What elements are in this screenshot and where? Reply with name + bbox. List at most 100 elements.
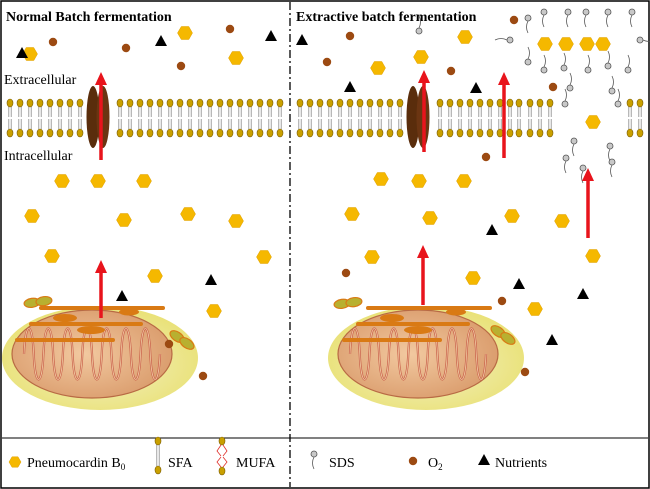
o2-circle-icon bbox=[509, 15, 519, 25]
hexagon-icon bbox=[585, 115, 601, 129]
sfa-lipid bbox=[626, 98, 634, 138]
transport-arrow bbox=[418, 70, 430, 152]
sfa-lipid bbox=[266, 98, 274, 138]
extracellular-label: Extracellular bbox=[4, 73, 77, 88]
hexagon-icon bbox=[456, 174, 472, 188]
o2-circle-icon bbox=[176, 61, 186, 71]
sds-icon bbox=[415, 15, 423, 35]
sds-icon bbox=[636, 36, 650, 44]
mitochondrion bbox=[2, 306, 198, 410]
sds-icon bbox=[560, 52, 568, 72]
sfa-lipid bbox=[186, 98, 194, 138]
sfa-lipid bbox=[436, 98, 444, 138]
sfa-lipid bbox=[506, 98, 514, 138]
sds-icon bbox=[310, 450, 318, 470]
o2-circle-icon bbox=[446, 66, 456, 76]
hexagon-icon bbox=[180, 207, 196, 221]
transport-arrow bbox=[95, 260, 107, 318]
sds-icon bbox=[628, 8, 636, 28]
sds-icon bbox=[582, 8, 590, 28]
o2-circle-icon bbox=[198, 371, 208, 381]
hexagon-icon bbox=[256, 250, 272, 264]
sfa-lipid bbox=[306, 98, 314, 138]
triangle-icon bbox=[546, 334, 558, 345]
sfa-lipid bbox=[316, 98, 324, 138]
hexagon-icon bbox=[8, 456, 22, 468]
o2-circle-icon bbox=[481, 152, 491, 162]
triangle-icon bbox=[205, 274, 217, 285]
sds-icon bbox=[624, 54, 632, 74]
sfa-lipid bbox=[515, 98, 523, 138]
transport-arrow bbox=[417, 245, 429, 305]
sds-icon bbox=[604, 8, 612, 28]
sfa-lipid bbox=[146, 98, 154, 138]
intracellular-label-bg bbox=[2, 147, 114, 164]
left-panel-title: Normal Batch fermentation bbox=[6, 10, 172, 25]
sfa-lipid bbox=[446, 98, 454, 138]
sfa-lipid bbox=[396, 98, 404, 138]
sds-icon bbox=[614, 88, 622, 108]
sfa-lipid bbox=[386, 98, 394, 138]
hexagon-icon bbox=[504, 209, 520, 223]
vesicle bbox=[23, 295, 53, 309]
hexagon-icon bbox=[558, 37, 574, 51]
sfa-lipid bbox=[546, 98, 554, 138]
sfa-lipid bbox=[176, 98, 184, 138]
hexagon-icon bbox=[370, 61, 386, 75]
hexagon-icon bbox=[206, 304, 222, 318]
sfa-lipid bbox=[216, 98, 224, 138]
o2-circle-icon bbox=[48, 37, 58, 47]
sds-icon bbox=[608, 158, 616, 178]
sfa-lipid bbox=[346, 98, 354, 138]
membrane-channels bbox=[86, 86, 430, 148]
sfa-lipid bbox=[476, 98, 484, 138]
o2-circle-icon bbox=[408, 456, 418, 466]
hexagon-icon bbox=[364, 250, 380, 264]
hexagon-icon bbox=[228, 51, 244, 65]
sds-icon bbox=[584, 54, 592, 74]
hexagon-icon bbox=[54, 174, 70, 188]
sfa-lipid bbox=[36, 98, 44, 138]
sds-icon bbox=[524, 14, 532, 34]
sfa-lipid bbox=[156, 98, 164, 138]
hexagon-icon bbox=[24, 209, 40, 223]
o2-circle-icon bbox=[341, 268, 351, 278]
triangle-icon bbox=[116, 290, 128, 301]
sfa-lipid bbox=[206, 98, 214, 138]
membrane-channel bbox=[86, 86, 110, 148]
molecules bbox=[16, 15, 601, 381]
hexagon-icon bbox=[413, 50, 429, 64]
sds-icon bbox=[606, 142, 614, 162]
legend-sds-label: SDS bbox=[329, 456, 355, 471]
vesicle bbox=[333, 296, 363, 310]
sfa-lipid bbox=[536, 98, 544, 138]
vesicle bbox=[490, 325, 516, 345]
sds-icon bbox=[579, 164, 587, 184]
sfa-lipid bbox=[66, 98, 74, 138]
sds-icon bbox=[566, 72, 574, 92]
right-panel-title: Extractive batch fermentation bbox=[296, 10, 477, 25]
triangle-icon bbox=[513, 278, 525, 289]
transport-arrows bbox=[95, 70, 594, 318]
hexagon-icon bbox=[422, 211, 438, 225]
sfa-lipid bbox=[166, 98, 174, 138]
sfa-lipid bbox=[376, 98, 384, 138]
triangle-icon bbox=[296, 34, 308, 45]
sfa-lipid bbox=[6, 98, 14, 138]
sfa-lipid bbox=[456, 98, 464, 138]
o2-circle-icon bbox=[164, 339, 174, 349]
hexagon-icon bbox=[465, 271, 481, 285]
mufa-lipid-icon bbox=[216, 436, 228, 476]
hexagon-icon bbox=[554, 214, 570, 228]
sfa-lipid bbox=[366, 98, 374, 138]
hexagon-icon bbox=[136, 174, 152, 188]
sds-icon bbox=[564, 8, 572, 28]
sfa-lipid-icon bbox=[154, 436, 162, 475]
sfa-lipid bbox=[336, 98, 344, 138]
mitochondrion bbox=[328, 306, 524, 410]
hexagon-icon bbox=[585, 249, 601, 263]
legend-sfa-label: SFA bbox=[168, 456, 194, 471]
o2-circle-icon bbox=[497, 296, 507, 306]
legend-o2-label: O2 bbox=[428, 456, 443, 472]
